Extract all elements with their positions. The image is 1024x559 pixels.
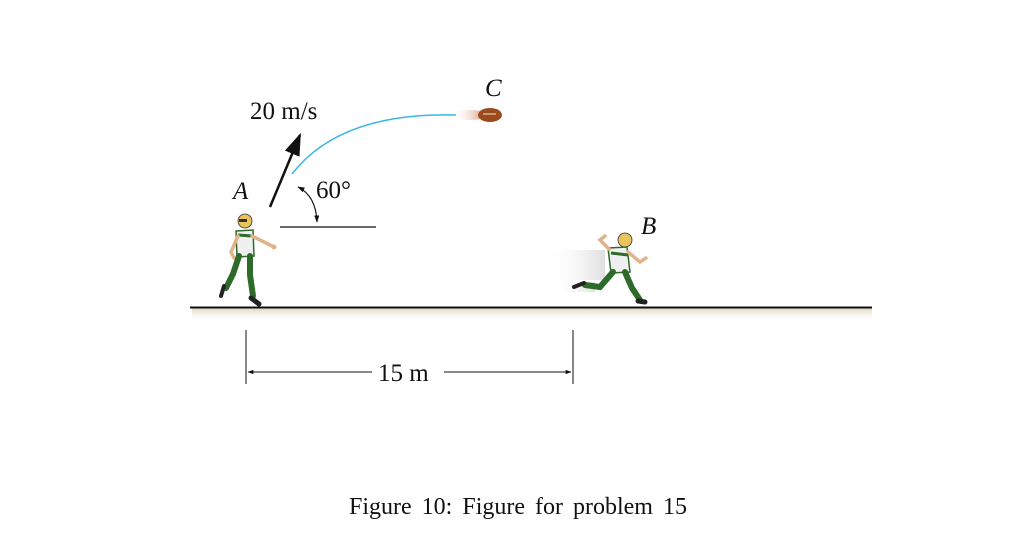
player-a-icon [219, 213, 277, 307]
point-b-label: B [641, 213, 656, 240]
ground [190, 306, 872, 322]
trajectory-curve [291, 114, 457, 175]
velocity-arrow [268, 132, 302, 208]
player-b-icon [545, 232, 648, 305]
figure-caption: Figure 10: Figure for problem 15 [349, 494, 687, 520]
point-a-label: A [231, 178, 249, 205]
distance-label: 15 m [378, 360, 429, 387]
football-icon [453, 108, 502, 122]
point-c-label: C [485, 75, 502, 102]
distance-dimension [245, 330, 574, 384]
speed-label: 20 m/s [250, 98, 317, 125]
angle-label: 60° [316, 177, 351, 204]
angle-indicator [280, 186, 376, 228]
